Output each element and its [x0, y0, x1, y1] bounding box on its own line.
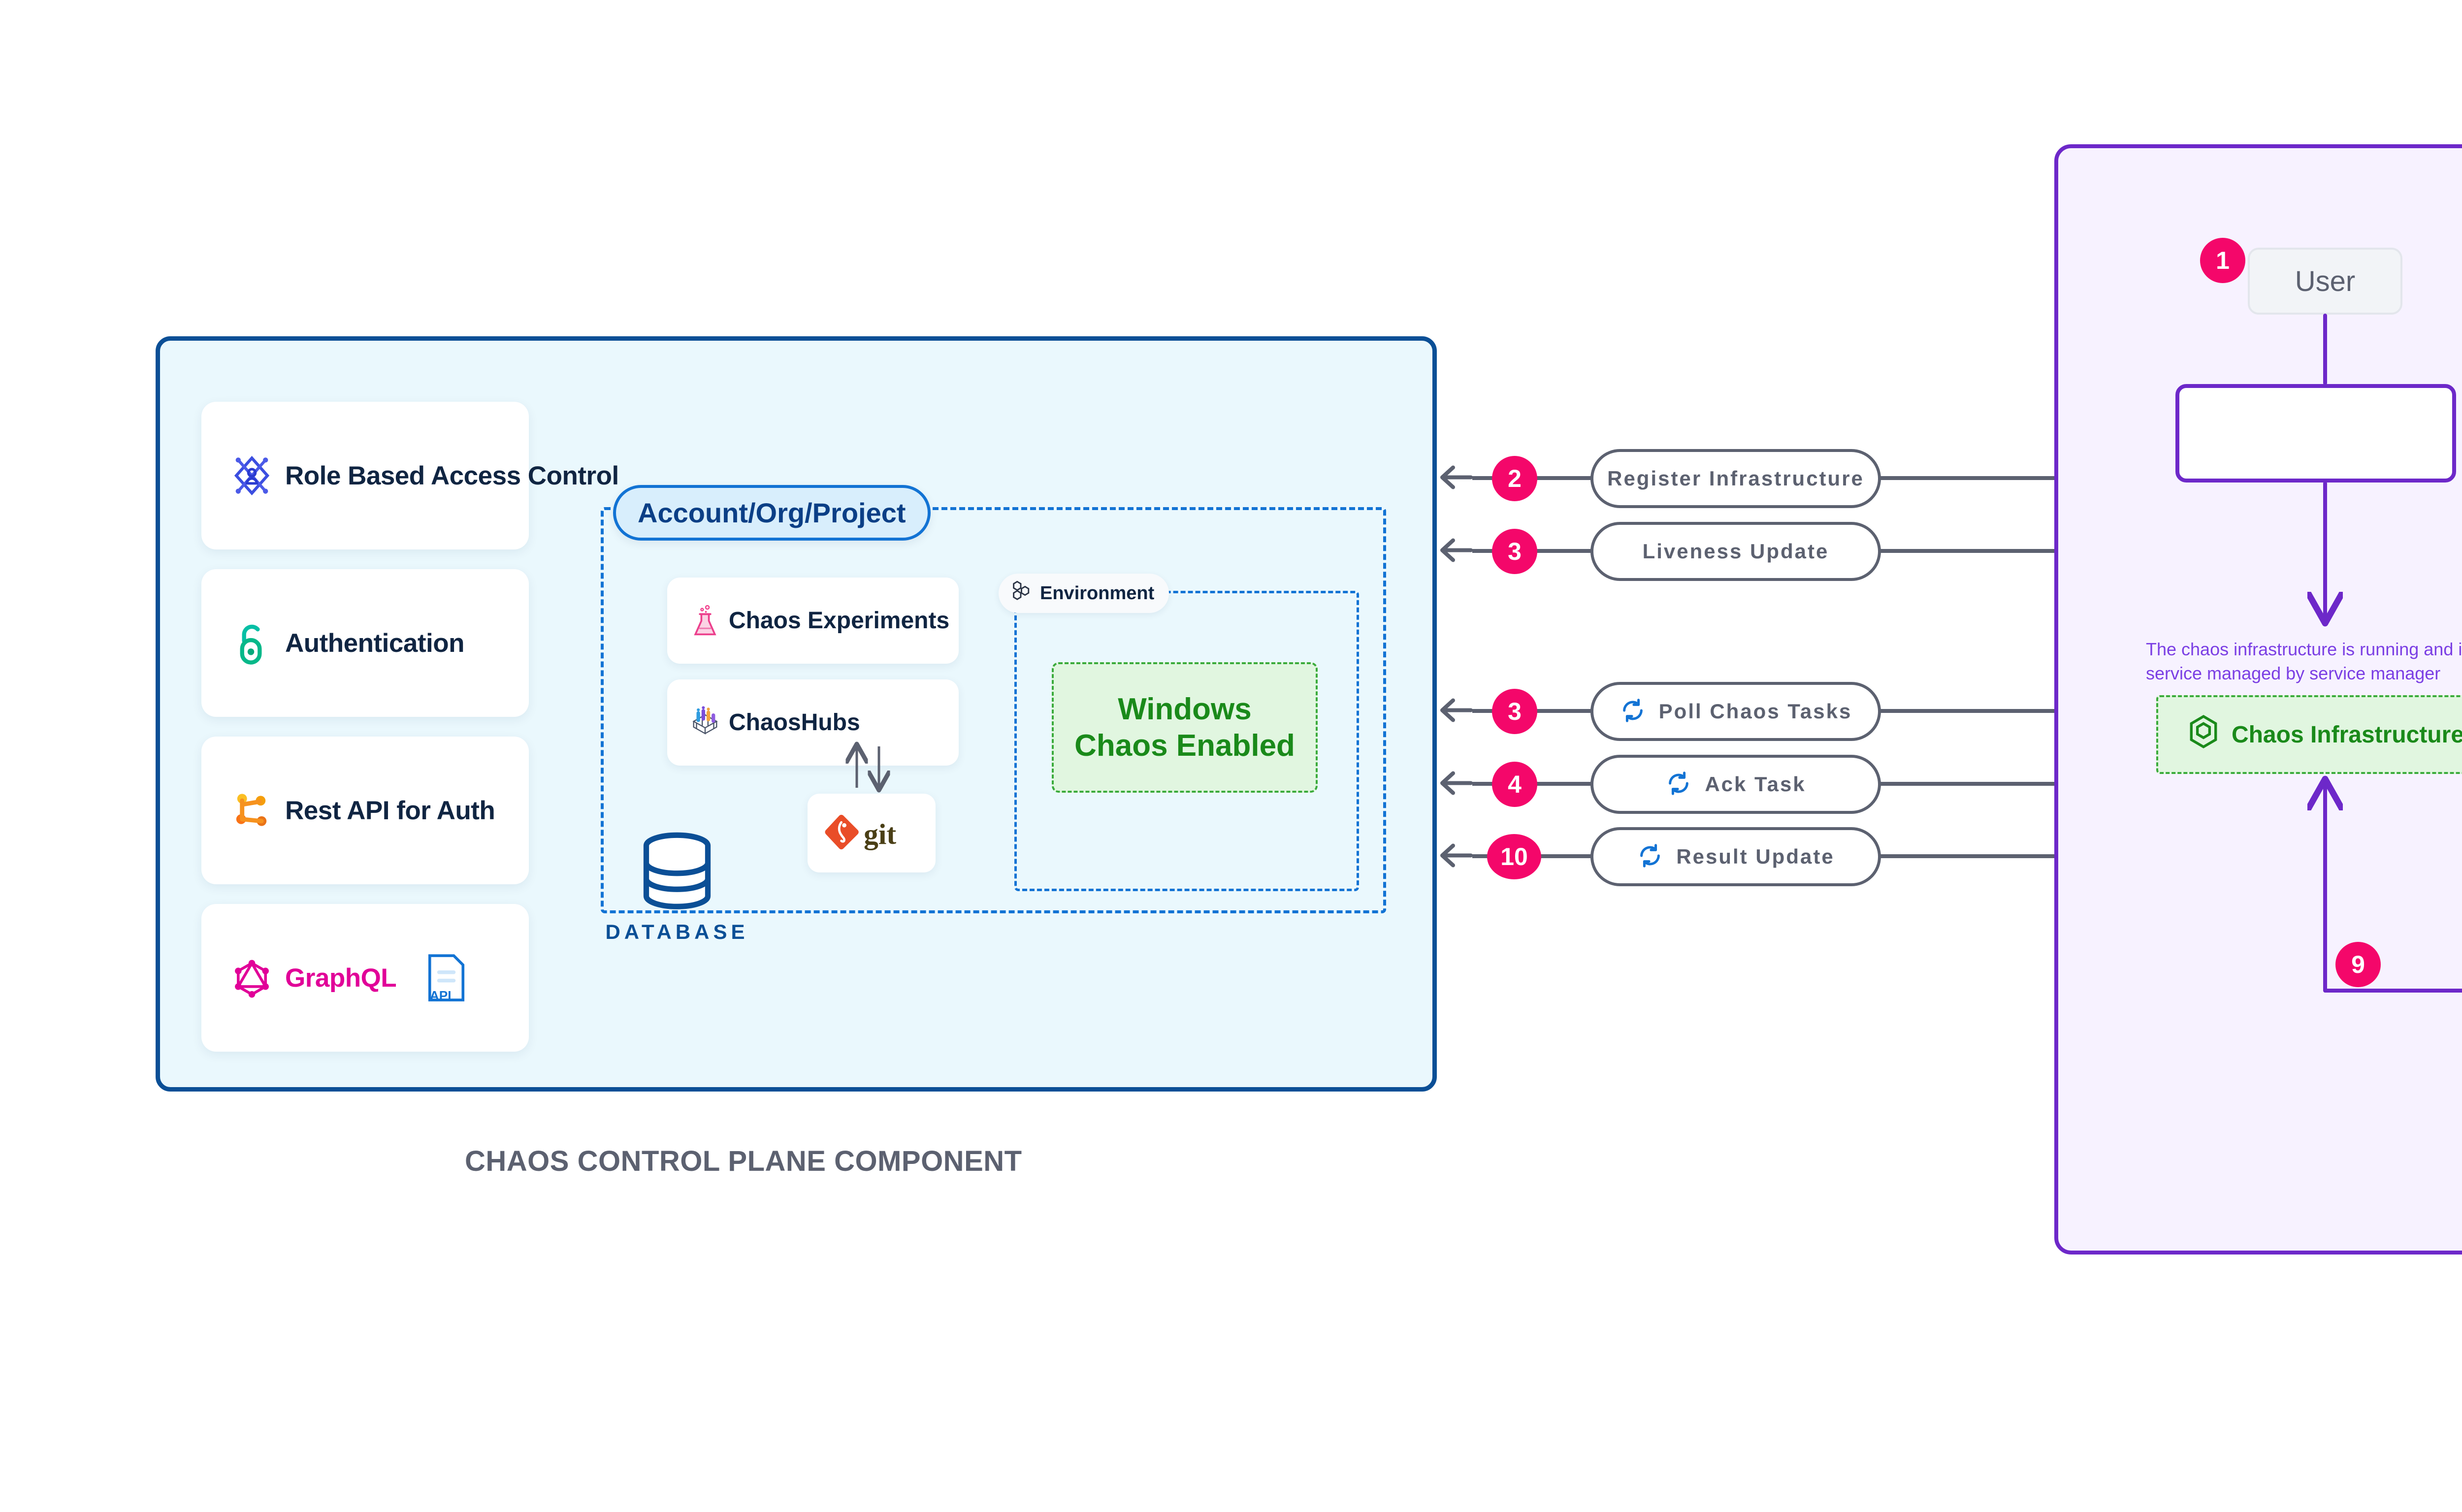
sync-icon [1665, 770, 1692, 799]
step-badge: 10 [1487, 834, 1541, 879]
environment-pill[interactable]: Environment [999, 574, 1169, 613]
environment-region [1014, 591, 1359, 891]
step-badge: 3 [1492, 529, 1537, 574]
connector-label: Liveness Update [1642, 540, 1829, 563]
card-chaoshubs[interactable]: ChaosHubs [667, 679, 959, 766]
account-org-project-pill[interactable]: Account/Org/Project [613, 485, 931, 541]
hexagon-cluster-icon [1009, 579, 1032, 607]
chaos-infrastructure-label: Chaos Infrastructure [2231, 721, 2462, 748]
connector-row: 3 Liveness Update [0, 522, 2462, 581]
connector-label: Result Update [1676, 845, 1835, 868]
step-badge-9: 9 [2335, 942, 2381, 987]
arrow-left-icon [1439, 841, 1473, 873]
feature-label: GraphQL [285, 963, 397, 993]
test-tube-rack-icon [688, 706, 722, 740]
database-icon [640, 832, 714, 913]
feature-card-rbac[interactable]: Role Based Access Control [201, 402, 619, 549]
card-chaos-experiments[interactable]: Chaos Experiments [667, 578, 959, 664]
svg-text:API: API [430, 988, 452, 1003]
arrow-left-icon [1439, 463, 1473, 495]
branch-icon [228, 787, 275, 834]
step-badge-1: 1 [2200, 238, 2245, 283]
connector-label: Ack Task [1705, 772, 1806, 796]
feature-card-rest-api[interactable]: Rest API for Auth [201, 737, 529, 884]
account-org-project-region [601, 507, 1386, 913]
hexagon-icon [2188, 714, 2219, 755]
step-badge: 4 [1492, 762, 1537, 807]
connector-pill-register-infrastructure[interactable]: Register Infrastructure [1590, 449, 1881, 508]
chaos-infrastructure-note: The chaos infrastructure is running and … [2146, 639, 2462, 683]
sync-icon [1620, 697, 1646, 726]
user-box: User [2248, 248, 2402, 315]
sync-icon [1637, 842, 1663, 871]
database-group: DATABASE [596, 832, 758, 944]
card-label: ChaosHubs [729, 709, 860, 736]
feature-card-graphql[interactable]: GraphQL API [201, 904, 529, 1052]
install-windows-chaos-infrastructure-box [2175, 384, 2456, 483]
step-badge: 3 [1492, 689, 1537, 734]
arrow-left-icon [1439, 536, 1473, 568]
connector-row: 10 Result Update [0, 827, 2462, 886]
api-document-icon: API [423, 952, 470, 1004]
connector-pill-liveness-update[interactable]: Liveness Update [1590, 522, 1881, 581]
arrow-left-icon [1439, 696, 1473, 728]
windows-chaos-enabled-badge: Windows Chaos Enabled [1052, 662, 1318, 793]
connector-pill-result-update[interactable]: Result Update [1590, 827, 1881, 886]
graphql-icon [228, 955, 275, 1001]
step-badge: 2 [1492, 456, 1537, 501]
chaos-infrastructure-box: Chaos Infrastructure [2156, 695, 2462, 774]
feature-label: Rest API for Auth [285, 796, 495, 825]
arrow-left-icon [1439, 769, 1473, 801]
connector-pill-ack-task[interactable]: Ack Task [1590, 755, 1881, 814]
feature-card-authentication[interactable]: Authentication [201, 569, 529, 717]
connector-row: 3 Poll Chaos Tasks [0, 682, 2462, 741]
card-git[interactable]: git [808, 794, 936, 872]
database-label: DATABASE [605, 920, 749, 943]
connector-row: 2 Register Infrastructure [0, 449, 2462, 508]
environment-label: Environment [1040, 582, 1155, 604]
flask-icon [688, 604, 722, 638]
connector-row: 4 Ack Task [0, 755, 2462, 814]
connector-label: Register Infrastructure [1607, 467, 1864, 490]
card-label: Chaos Experiments [729, 608, 950, 634]
feature-label: Role Based Access Control [285, 461, 619, 490]
connector-label: Poll Chaos Tasks [1658, 700, 1852, 723]
connector-pill-poll-chaos-tasks[interactable]: Poll Chaos Tasks [1590, 682, 1881, 741]
feature-label: Authentication [285, 628, 464, 658]
rbac-icon [228, 452, 275, 499]
lock-icon [228, 620, 275, 667]
control-plane-title: CHAOS CONTROL PLANE COMPONENT [465, 1145, 1022, 1177]
svg-text:git: git [864, 818, 896, 850]
